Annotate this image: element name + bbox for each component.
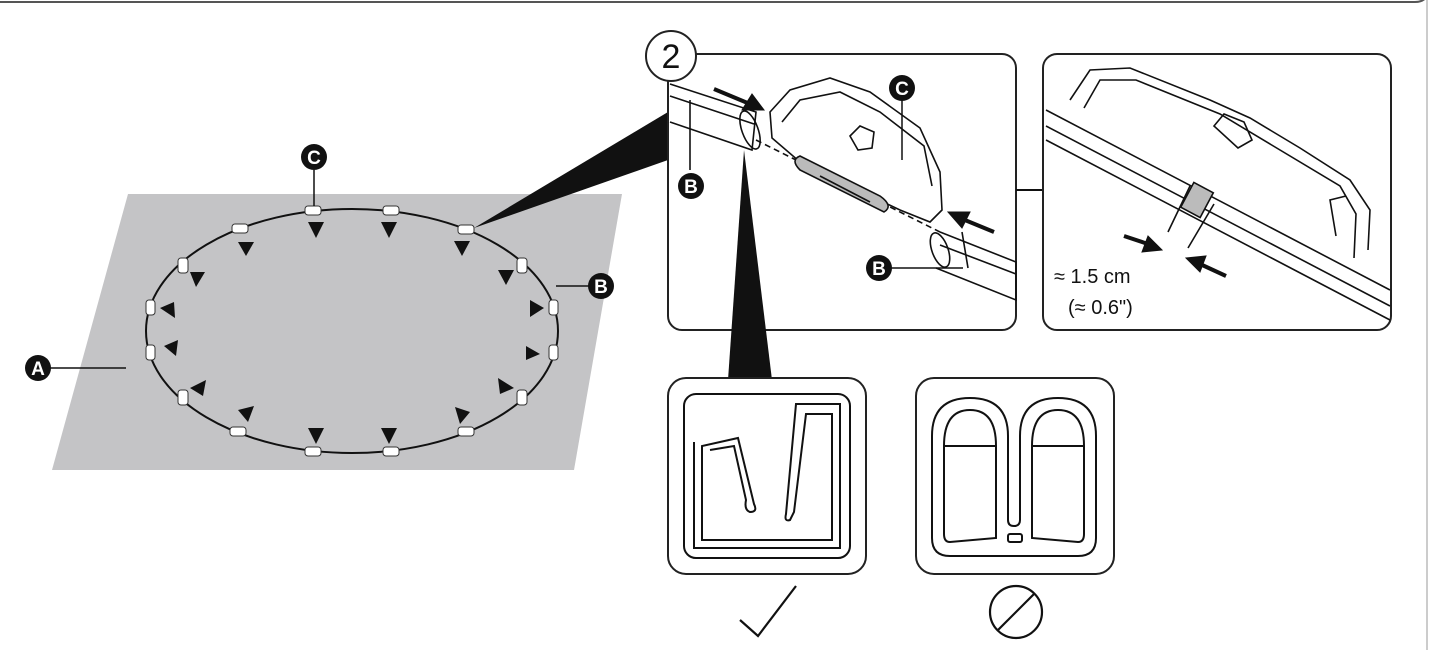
clip <box>145 299 156 316</box>
arrow <box>238 406 254 422</box>
direction-arrows <box>160 222 544 444</box>
clip <box>177 389 189 406</box>
label-a-callout: A <box>25 355 126 381</box>
step-number: 2 <box>662 38 681 76</box>
label-c-clip-callout: C <box>301 144 327 206</box>
label-b-left-callout: B <box>678 173 704 199</box>
arrow <box>498 270 514 285</box>
label-c: C <box>895 79 909 100</box>
clip <box>457 224 475 235</box>
clip <box>516 257 528 274</box>
clip <box>548 299 559 316</box>
label-b-right-callout: B <box>866 255 963 281</box>
detail-insert-drawing <box>669 77 1017 302</box>
detail-panel-insert <box>667 53 1017 331</box>
arrow <box>455 407 470 424</box>
clip <box>177 257 189 274</box>
label-b-badge <box>678 173 704 199</box>
zoom-wedge <box>474 112 668 228</box>
clip-marks <box>145 205 559 457</box>
arrow <box>308 428 324 444</box>
clip <box>548 344 559 361</box>
measurement-imperial: (≈ 0.6") <box>1068 297 1133 319</box>
label-c-panel-callout: C <box>889 75 915 160</box>
label-b-badge <box>866 255 892 281</box>
detail-panel-measurement <box>1042 53 1392 331</box>
clip <box>145 344 156 361</box>
label-b-ring-callout: B <box>556 273 614 299</box>
clip <box>231 223 249 234</box>
clip <box>304 446 322 457</box>
arrow <box>238 242 254 256</box>
label-a-badge <box>25 355 51 381</box>
arrow <box>498 378 514 394</box>
label-c-badge <box>301 144 327 170</box>
arrow <box>160 302 175 318</box>
label-b: B <box>594 277 608 298</box>
arrow <box>190 272 205 287</box>
step-marker: 2 <box>645 30 697 82</box>
arrow <box>454 241 470 256</box>
prohibited-icon <box>988 584 1044 640</box>
arrow <box>381 428 397 444</box>
label-c: C <box>307 148 321 169</box>
arrow <box>164 340 178 356</box>
clip <box>229 426 247 437</box>
incorrect-profile <box>915 377 1115 575</box>
frame-ring <box>145 208 559 454</box>
detail-measurement-drawing <box>1045 67 1391 321</box>
label-a: A <box>31 359 45 380</box>
ground-sheet <box>52 194 622 470</box>
clip <box>516 389 528 406</box>
clip <box>304 205 322 216</box>
clip <box>382 446 400 457</box>
arrow <box>526 346 540 360</box>
label-b-badge <box>588 273 614 299</box>
clip <box>382 205 400 216</box>
push-arrows <box>713 87 995 234</box>
profile-zoom-wedge <box>728 150 772 380</box>
arrow <box>381 222 397 238</box>
arrow <box>190 380 206 396</box>
clip <box>457 426 475 437</box>
arrow <box>530 300 544 317</box>
label-b: B <box>684 177 698 198</box>
check-icon <box>739 585 797 638</box>
correct-profile <box>667 377 867 575</box>
measurement-metric: ≈ 1.5 cm <box>1054 266 1131 288</box>
label-c-badge <box>889 75 915 101</box>
arrow <box>308 222 324 238</box>
label-b: B <box>872 259 886 280</box>
measurement-arrows <box>1123 234 1227 278</box>
